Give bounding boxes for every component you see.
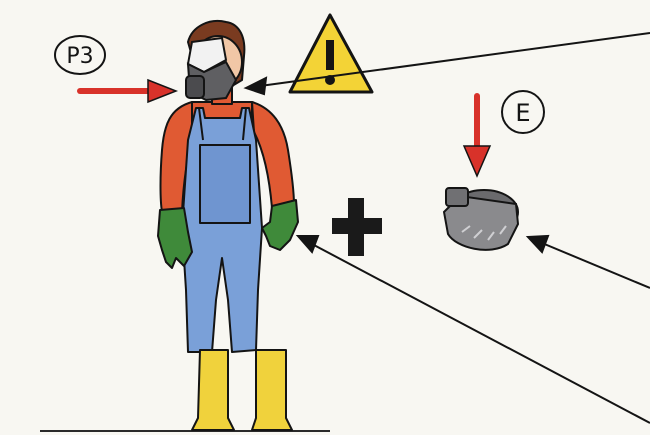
bib-pocket [200, 145, 250, 223]
warning-exclamation-bar [326, 40, 334, 70]
filter-cartridge-icon [444, 188, 518, 250]
mask-filter-canister [186, 76, 204, 98]
plus-horizontal [332, 218, 382, 234]
cartridge-connector [446, 188, 468, 206]
right-boot [252, 350, 292, 430]
p3-text: P3 [66, 44, 93, 69]
e-text: E [515, 99, 530, 127]
